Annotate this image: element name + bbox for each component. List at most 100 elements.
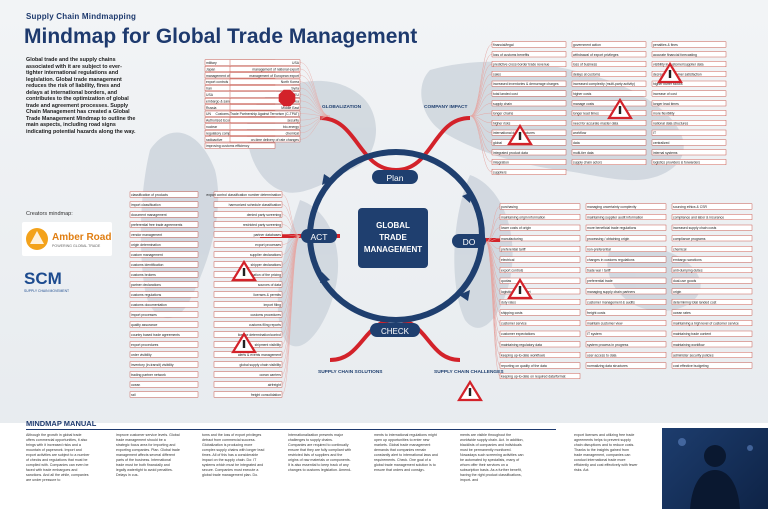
node-label: USA <box>292 61 300 65</box>
mindmap-node: higher buffer stocks <box>651 80 727 87</box>
node-label: nuclear <box>206 125 218 129</box>
node-label: shipper declarations <box>251 263 282 267</box>
mindmap-node: chemical <box>229 129 301 136</box>
mindmap-node: partner databases <box>213 231 283 238</box>
node-label: reporting on quality of the data <box>501 364 547 368</box>
mindmap-node: compliance and labor & insurance <box>671 214 753 220</box>
node-box <box>585 277 667 284</box>
node-label: harmonized schedule classification <box>229 203 282 207</box>
node-label: supply chain <box>493 102 512 106</box>
mindmap-node: custom management <box>129 251 199 258</box>
mindmap-node: maintaining supplier audit information <box>585 214 667 220</box>
manual-panel <box>0 423 768 509</box>
mindmap-node: maintain customer view <box>585 320 667 326</box>
node-box <box>129 321 199 328</box>
node-label: loss of customs benefits <box>493 53 529 57</box>
center-line1: GLOBAL <box>376 221 410 230</box>
mindmap-node: sourcing ethics & CSR <box>671 203 753 210</box>
node-label: alerts & events management <box>238 353 281 357</box>
mindmap-node: supply chain actors <box>571 159 647 165</box>
node-box <box>499 235 581 242</box>
node-box <box>213 241 283 248</box>
node-label: government action <box>573 43 601 47</box>
mindmap-node: customer management & audits <box>585 299 667 305</box>
node-label: management of national export <box>252 67 299 71</box>
leaf-connector <box>469 103 493 117</box>
center-line2: TRADE <box>379 233 407 242</box>
node-label: visibility in customer/supplier data <box>653 63 704 67</box>
cycle-act-pill <box>301 229 337 243</box>
node-box <box>213 371 283 378</box>
node-label: Syria <box>291 87 299 91</box>
node-box <box>491 129 567 136</box>
node-box <box>229 129 301 136</box>
node-box <box>651 90 727 97</box>
node-box <box>229 85 301 92</box>
mindmap-node: increased supply chain costs <box>671 224 753 231</box>
mindmap-node: customer expectations <box>499 330 581 337</box>
node-label: dual-use goods <box>673 279 696 283</box>
node-label: maintaining workflow <box>673 343 705 347</box>
node-label: customer expectations <box>501 332 535 336</box>
mindmap-node: increase of cost <box>651 90 727 97</box>
mindmap-node: maintaining trade content <box>671 330 753 337</box>
node-label: global supply chain visibility <box>240 363 282 367</box>
leaf-connector <box>469 115 493 153</box>
node-label: increased supply chain costs <box>673 226 717 230</box>
node-box <box>129 201 199 208</box>
mindmap-node: normalizing data structures <box>585 362 667 369</box>
node-label: ocean carriers <box>260 373 282 377</box>
node-label: withdrawal of export privileges <box>573 53 619 57</box>
node-box <box>671 352 753 358</box>
mindmap-node: compliance programs <box>671 235 753 242</box>
node-label: quotas <box>501 279 511 283</box>
stop-sign-icon <box>278 89 296 107</box>
mindmap-node: processing / obtaining origin <box>585 235 667 242</box>
node-box <box>651 139 727 146</box>
node-label: preferential trade <box>587 279 613 283</box>
cycle-check-pill <box>370 323 420 337</box>
node-box <box>651 110 727 117</box>
mindmap-node: embargo sanctions <box>671 256 753 263</box>
node-label: chemical <box>673 247 687 251</box>
node-label: supply chain actors <box>573 161 602 165</box>
mindmap-node: system process in progress <box>585 341 667 348</box>
mindmap-node: denied party screening <box>213 211 283 218</box>
node-label: quality assurance <box>131 323 158 327</box>
node-label: trading partner network <box>131 373 166 377</box>
mindmap-node: user access to data <box>585 352 667 358</box>
mindmap-node: financial/legal <box>491 41 567 48</box>
node-box <box>585 235 667 242</box>
cycle-plan-pill <box>372 170 418 184</box>
cycle-check-label: CHECK <box>381 327 410 336</box>
mindmap-node: centralized <box>651 139 727 146</box>
node-box <box>213 231 283 238</box>
mindmap-node: manage costs <box>571 100 647 107</box>
node-label: purchasing <box>501 205 518 209</box>
node-box <box>129 341 199 348</box>
leaf-connector <box>281 224 301 237</box>
node-box <box>129 231 199 238</box>
node-box <box>585 309 667 316</box>
node-label: preferential tariff <box>501 247 525 251</box>
mindmap-node: longer chains <box>491 110 567 117</box>
node-label: increase of cost <box>653 92 677 96</box>
node-box <box>571 129 647 136</box>
node-label: customs documentation <box>131 303 167 307</box>
node-box <box>499 203 581 210</box>
node-label: higher buffer stocks <box>653 82 683 86</box>
node-label: bio-energy <box>283 125 299 129</box>
mindmap-node: freight consolidation <box>213 391 283 398</box>
node-box <box>571 80 647 87</box>
mindmap-node: customer service <box>499 320 581 326</box>
node-label: integration <box>493 161 509 165</box>
node-box <box>213 331 283 338</box>
mindmap-node: licenses & permits <box>213 291 283 298</box>
node-label: export control classification number det… <box>206 193 281 197</box>
node-label: Russia <box>206 106 216 110</box>
leaf-connector <box>281 235 301 385</box>
mindmap-node: internal systems <box>651 149 727 156</box>
warning-sign-icon <box>457 379 483 402</box>
